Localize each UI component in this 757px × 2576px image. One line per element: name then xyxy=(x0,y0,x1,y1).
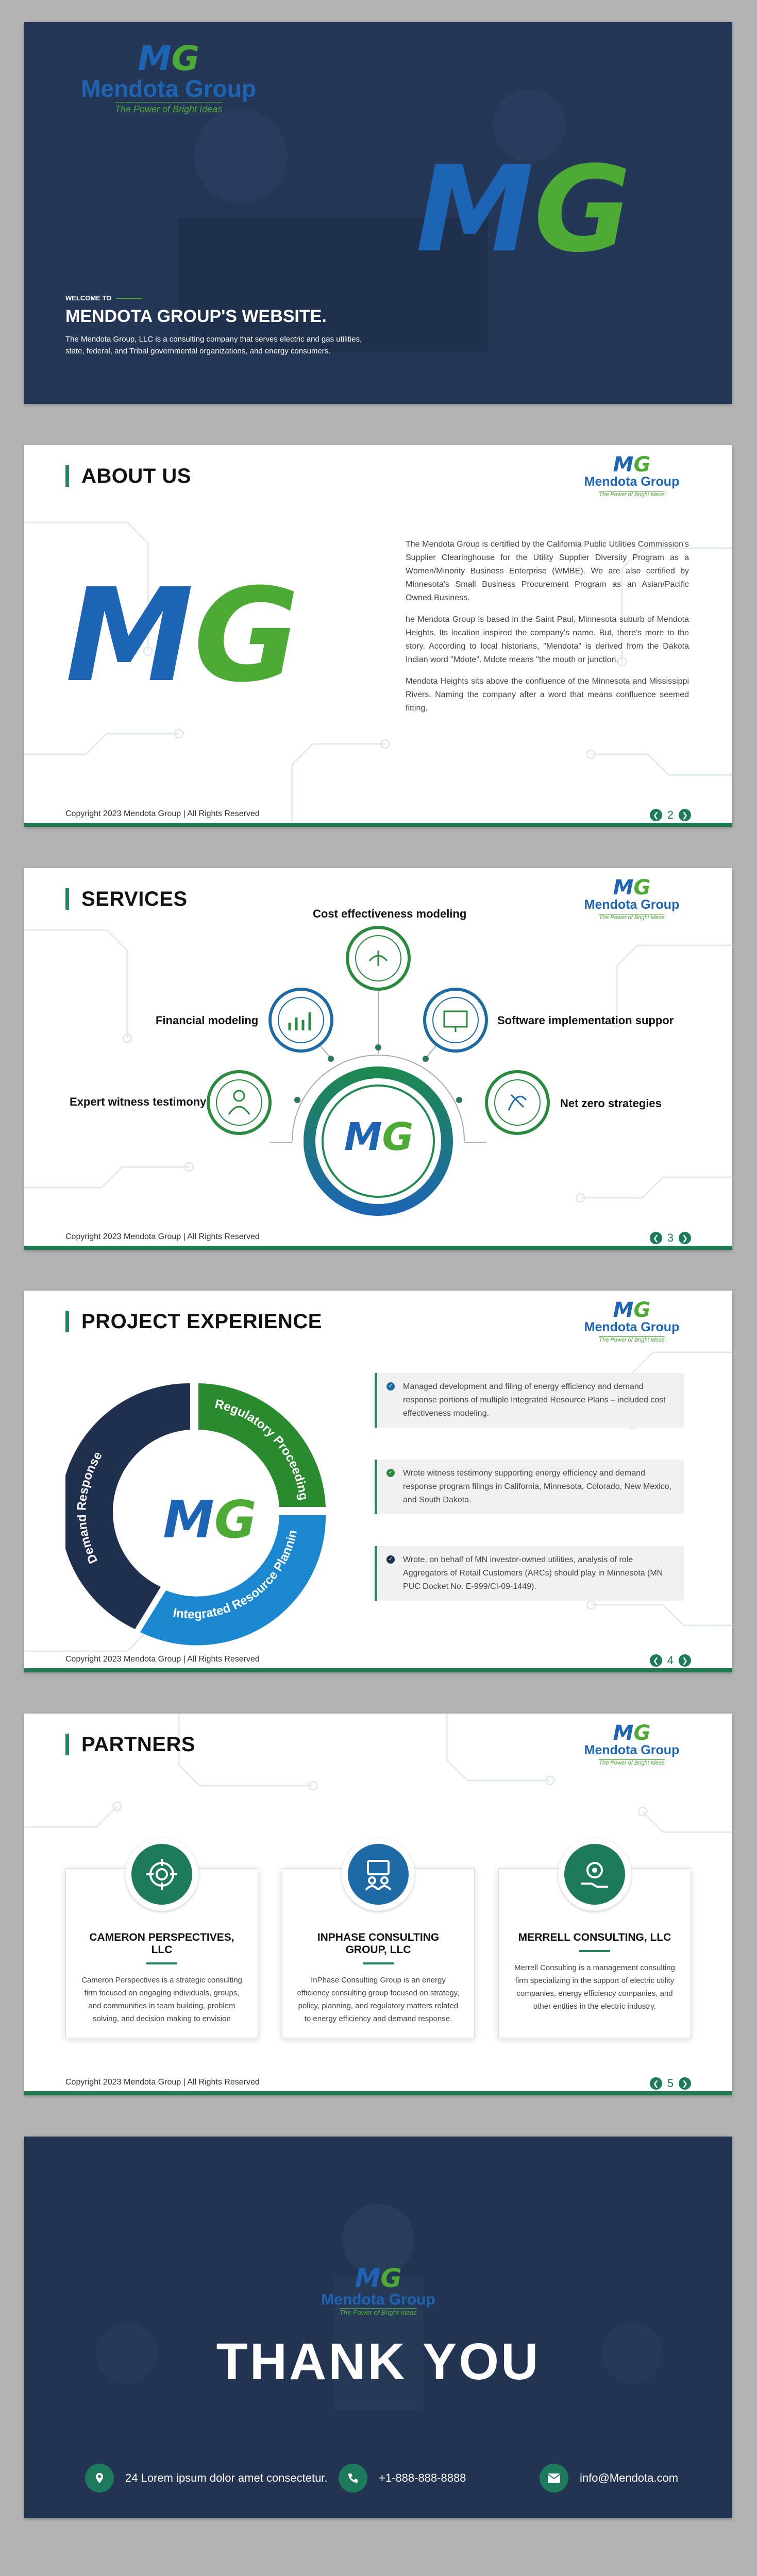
section-title: PARTNERS xyxy=(65,1733,195,1756)
prev-arrow-icon[interactable]: ❮ xyxy=(649,809,662,821)
pagination: ❮ 4 ❯ xyxy=(649,1654,691,1667)
about-paragraph: The Mendota Group is certified by the Ca… xyxy=(406,540,689,602)
contact-address: 24 Lorem ipsum dolor amet consectetur. xyxy=(85,2464,328,2493)
pagination: ❮ 5 ❯ xyxy=(649,2077,691,2090)
experience-item: ✓ Wrote, on behalf of MN investor-owned … xyxy=(375,1546,684,1601)
icon-expert-witness xyxy=(207,1070,272,1135)
brand-logo: MG Mendota Group The Power of Bright Ide… xyxy=(584,1298,680,1343)
icon-cost-effectiveness xyxy=(346,926,411,991)
service-label-financial: Financial modeling xyxy=(156,1014,259,1027)
experience-item: ✓ Managed development and filing of ener… xyxy=(375,1373,684,1428)
partner-description: InPhase Consulting Group is an energy ef… xyxy=(297,1976,460,2023)
email-icon xyxy=(540,2464,568,2493)
brand-logo: MG Mendota Group The Power of Bright Ide… xyxy=(321,2263,435,2316)
next-arrow-icon[interactable]: ❯ xyxy=(679,809,691,821)
footer-copyright: Copyright 2023 Mendota Group | All Right… xyxy=(65,1655,260,1664)
bottom-accent-line xyxy=(24,823,732,827)
slide-partners: PARTNERS MG Mendota Group The Power of B… xyxy=(24,1714,732,2095)
location-pin-icon xyxy=(85,2464,114,2493)
prev-arrow-icon[interactable]: ❮ xyxy=(649,2077,662,2090)
hero-subtitle: The Mendota Group, LLC is a consulting c… xyxy=(65,335,362,355)
icon-software-implementation xyxy=(423,988,488,1053)
circuit-background xyxy=(24,1714,732,1833)
bottom-accent-line xyxy=(24,1246,732,1250)
slide-about-us: ABOUT US MG Mendota Group The Power of B… xyxy=(24,445,732,827)
brand-logo: MG Mendota Group The Power of Bright Ide… xyxy=(584,876,680,921)
brand-logo: MG Mendota Group The Power of Bright Ide… xyxy=(81,39,256,114)
brand-logo: MG Mendota Group The Power of Bright Ide… xyxy=(584,453,680,498)
pagination: ❮ 3 ❯ xyxy=(649,1231,691,1245)
icon-financial-modeling xyxy=(268,988,333,1053)
welcome-label: WELCOME TO xyxy=(65,294,143,302)
partner-icon xyxy=(342,1838,415,1911)
icon-net-zero xyxy=(485,1070,550,1135)
phone-icon xyxy=(339,2464,367,2493)
slide-thank-you: MG Mendota Group The Power of Bright Ide… xyxy=(24,2137,732,2518)
slide-welcome: MG Mendota Group The Power of Bright Ide… xyxy=(24,22,732,404)
about-paragraph: Mendota Heights sits above the confluenc… xyxy=(406,677,689,713)
partner-description: Merrell Consulting is a management consu… xyxy=(514,1963,675,2011)
page-number: 2 xyxy=(667,808,674,821)
partner-icon xyxy=(558,1838,631,1911)
background-photo xyxy=(24,22,732,404)
brand-logo: MG Mendota Group The Power of Bright Ide… xyxy=(584,1721,680,1766)
about-text: The Mendota Group is certified by the Ca… xyxy=(406,538,689,723)
partner-name: CAMERON PERSPECTIVES, LLC xyxy=(89,1931,234,1956)
partner-card: INPHASE CONSULTING GROUP, LLC InPhase Co… xyxy=(282,1838,475,2038)
next-arrow-icon[interactable]: ❯ xyxy=(679,1654,691,1667)
next-arrow-icon[interactable]: ❯ xyxy=(679,1232,691,1244)
section-title: PROJECT EXPERIENCE xyxy=(65,1310,322,1333)
experience-item: ✓ Wrote witness testimony supporting ene… xyxy=(375,1460,684,1514)
footer-copyright: Copyright 2023 Mendota Group | All Right… xyxy=(65,1232,260,1241)
contact-phone: +1-888-888-8888 xyxy=(339,2464,466,2493)
circuit-background xyxy=(24,521,732,827)
slide-services: SERVICES MG Mendota Group The Power of B… xyxy=(24,868,732,1250)
circuit-background xyxy=(24,929,732,1203)
segment-irp xyxy=(140,1515,326,1646)
gear-hand-icon xyxy=(581,1862,608,1888)
background-photo xyxy=(24,2137,732,2518)
center-mg-mark: MG xyxy=(163,1489,257,1550)
bottom-accent-line xyxy=(24,2091,732,2095)
check-icon: ✓ xyxy=(386,1469,395,1477)
prev-arrow-icon[interactable]: ❮ xyxy=(649,1654,662,1667)
target-icon xyxy=(146,1859,177,1890)
footer-copyright: Copyright 2023 Mendota Group | All Right… xyxy=(65,809,260,818)
center-mg-mark: MG xyxy=(344,1115,414,1159)
services-diagram xyxy=(207,926,550,1216)
partner-description: Cameron Perspectives is a strategic cons… xyxy=(81,1976,242,2023)
service-label-cost: Cost effectiveness modeling xyxy=(313,907,467,920)
contact-email: info@Mendota.com xyxy=(540,2464,678,2493)
footer-copyright: Copyright 2023 Mendota Group | All Right… xyxy=(65,2078,260,2087)
partner-card: MERRELL CONSULTING, LLC Merrell Consulti… xyxy=(498,1838,691,2038)
check-icon: ✓ xyxy=(386,1382,395,1391)
page-number: 4 xyxy=(667,1654,674,1667)
about-paragraph: he Mendota Group is based in the Saint P… xyxy=(406,615,689,664)
check-icon: ✓ xyxy=(386,1555,395,1564)
page-number: 3 xyxy=(667,1231,674,1244)
segment-regulatory xyxy=(198,1383,326,1507)
section-title: SERVICES xyxy=(65,888,188,910)
next-arrow-icon[interactable]: ❯ xyxy=(679,2077,691,2090)
thank-you-title: THANK YOU xyxy=(216,2333,541,2391)
big-mg-mark: MG xyxy=(65,561,299,710)
service-label-expert: Expert witness testimony xyxy=(70,1095,207,1108)
page-number: 5 xyxy=(667,2077,674,2090)
partner-card: CAMERON PERSPECTIVES, LLC Cameron Perspe… xyxy=(65,1838,258,2038)
bottom-accent-line xyxy=(24,1668,732,1672)
segment-demand-response xyxy=(65,1383,190,1629)
partner-icon xyxy=(125,1838,198,1911)
prev-arrow-icon[interactable]: ❮ xyxy=(649,1232,662,1244)
experience-ring: Demand Response Regulatory Proceedings I… xyxy=(65,1378,326,1646)
partner-name: INPHASE CONSULTING GROUP, LLC xyxy=(317,1931,440,1956)
team-icon xyxy=(365,1860,392,1891)
slide-project-experience: PROJECT EXPERIENCE MG Mendota Group The … xyxy=(24,1291,732,1672)
partner-name: MERRELL CONSULTING, LLC xyxy=(518,1931,671,1943)
pagination: ❮ 2 ❯ xyxy=(649,808,691,822)
big-mg-mark: MG xyxy=(416,141,631,279)
section-title: ABOUT US xyxy=(65,465,191,487)
service-label-software: Software implementation suppor xyxy=(497,1014,674,1027)
hero-title: MENDOTA GROUP'S WEBSITE. xyxy=(65,307,327,326)
service-label-netzero: Net zero strategies xyxy=(560,1097,662,1110)
